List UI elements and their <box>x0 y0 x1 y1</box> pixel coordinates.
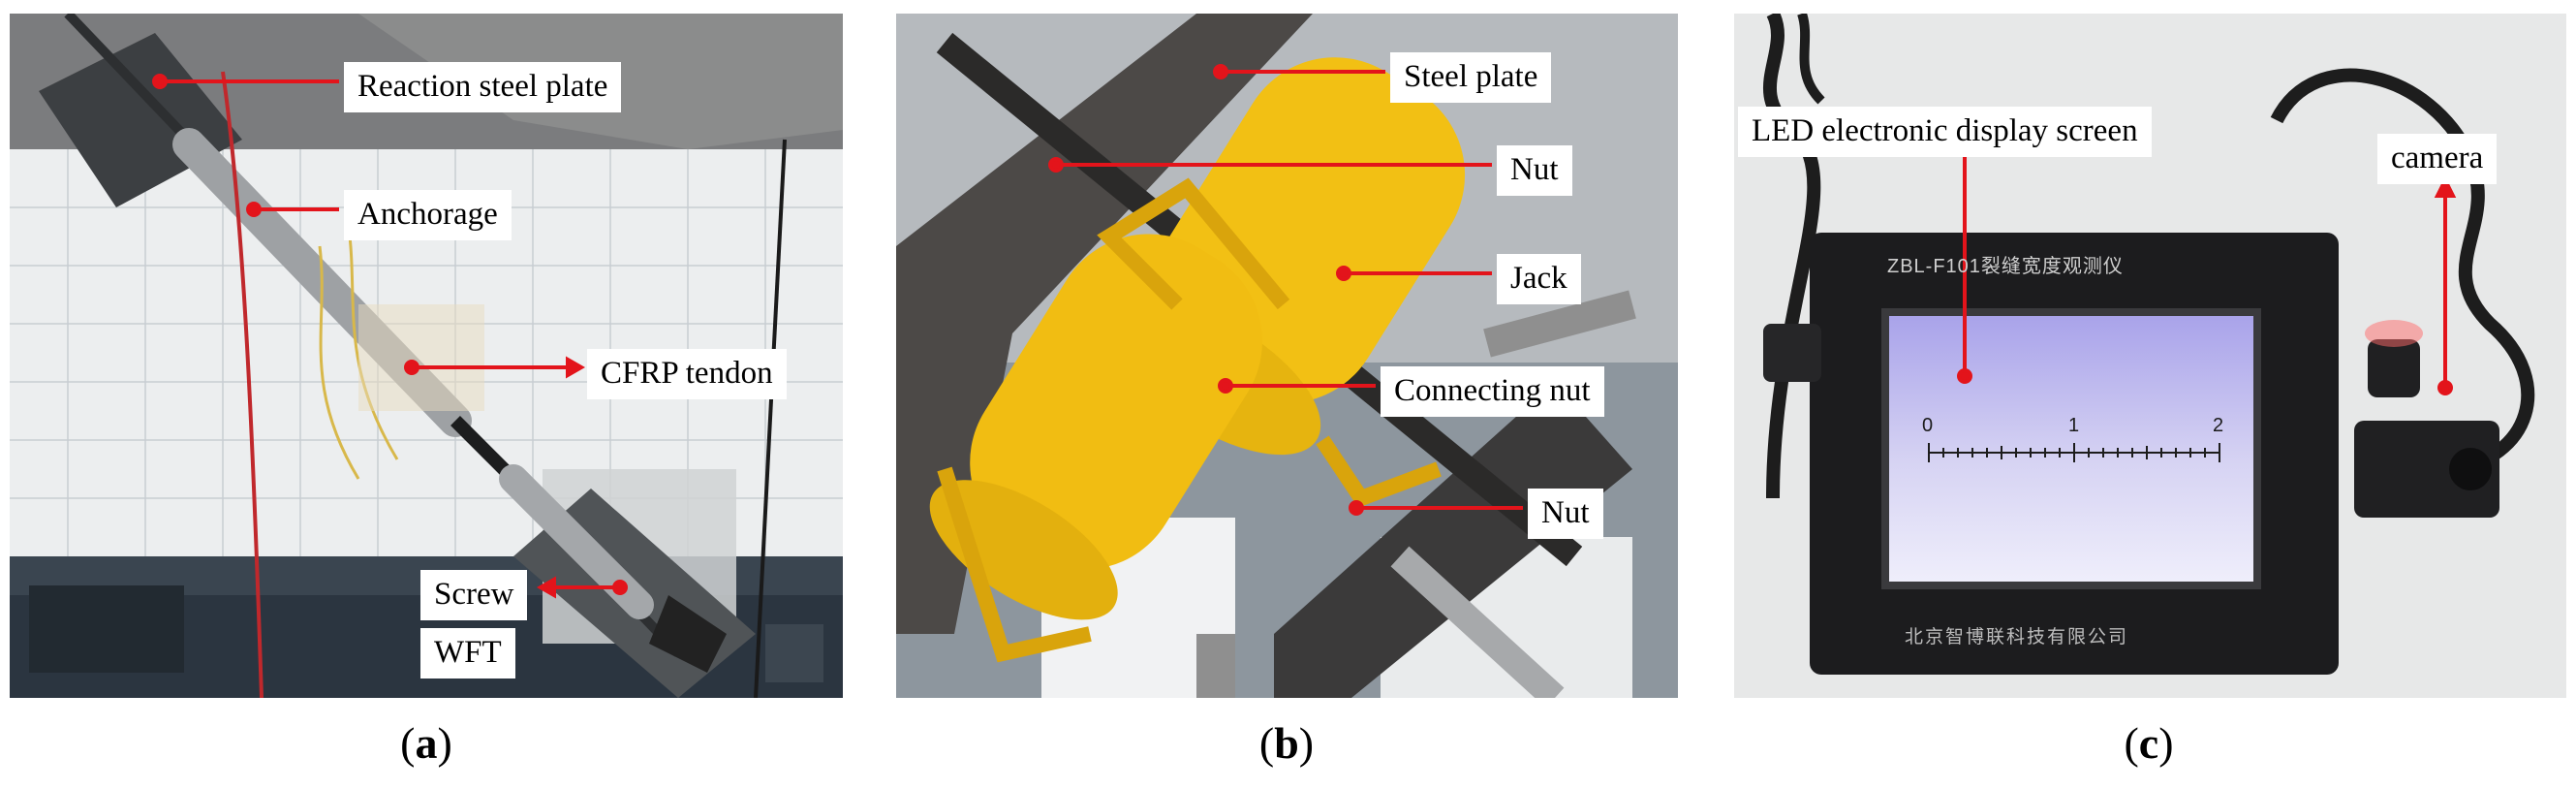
camera-label: camera <box>2377 134 2498 184</box>
caption-c: (c) <box>2091 717 2207 769</box>
connecting-nut-label: Connecting nut <box>1381 366 1604 417</box>
crack-observer-photo <box>1734 14 2566 698</box>
scale-tick-2: 2 <box>2213 415 2224 436</box>
steel-plate-label: Steel plate <box>1390 52 1552 103</box>
scale-tick-0: 0 <box>1922 415 1934 436</box>
led-display-screen-label: LED electronic display screen <box>1738 107 2152 157</box>
caption-b-letter: b <box>1274 718 1299 768</box>
device-maker-text: 北京智博联科技有限公司 <box>1905 627 2129 647</box>
caption-a: (a) <box>368 717 484 769</box>
screw-label: Screw <box>420 570 528 620</box>
caption-c-open: ( <box>2124 718 2139 768</box>
panel-b-leaders <box>1048 64 1523 516</box>
nut-top-label: Nut <box>1497 145 1572 196</box>
caption-c-close: ) <box>2158 718 2174 768</box>
caption-a-letter: a <box>415 718 438 768</box>
scale-tick-1: 1 <box>2068 415 2080 436</box>
jack-label: Jack <box>1497 254 1581 304</box>
caption-b-close: ) <box>1298 718 1315 768</box>
caption-c-letter: c <box>2138 718 2159 768</box>
device-model-text: ZBL-F101裂缝宽度观测仪 <box>1887 256 2124 277</box>
caption-a-close: ) <box>437 718 452 768</box>
wft-label: WFT <box>420 628 515 679</box>
panel-b-photo: Steel plate Nut Jack Connecting nut Nut <box>896 14 1678 698</box>
nut-bottom-label: Nut <box>1528 489 1603 539</box>
panel-a-photo: Reaction steel plate Anchorage CFRP tend… <box>10 14 843 698</box>
cfrp-tendon-label: CFRP tendon <box>587 349 787 399</box>
anchorage-label: Anchorage <box>344 190 512 240</box>
caption-a-open: ( <box>400 718 416 768</box>
panel-c-photo: ZBL-F101裂缝宽度观测仪 北京智博联科技有限公司 0 1 2 LED el… <box>1734 14 2566 698</box>
reaction-steel-plate-label: Reaction steel plate <box>344 62 622 112</box>
caption-b: (b) <box>1228 717 1345 769</box>
caption-b-open: ( <box>1258 718 1275 768</box>
